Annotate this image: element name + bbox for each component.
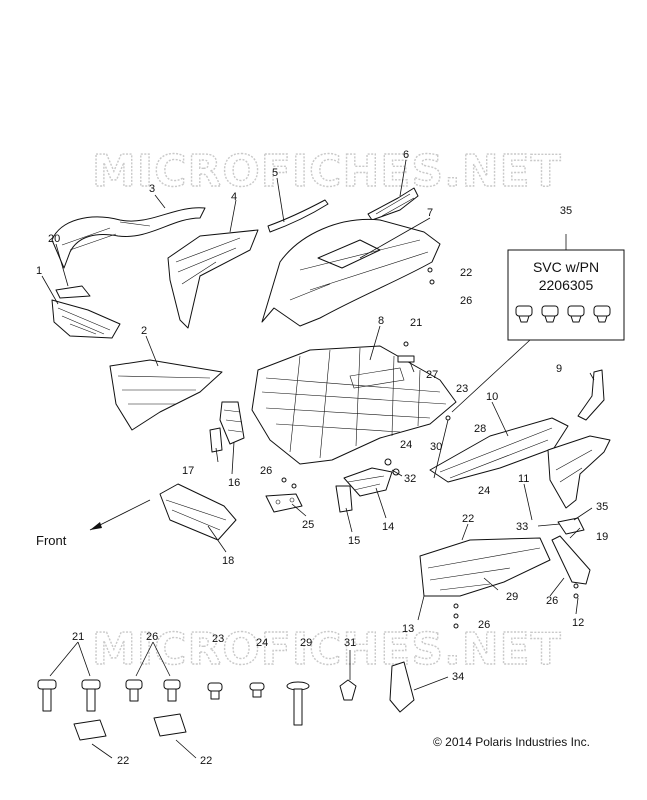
callout-16: 16 [228, 477, 240, 489]
callout-35: 35 [560, 205, 572, 217]
svc-line1: SVC w/PN [533, 259, 599, 275]
part-15-bracket [335, 485, 353, 513]
part-9-rear-bracket [577, 369, 605, 421]
callout-6: 6 [403, 149, 409, 161]
svc-line2: 2206305 [539, 277, 594, 293]
part-4-side-panel [167, 229, 259, 329]
callout-9: 9 [556, 363, 562, 375]
callout-29-bottom: 29 [300, 637, 312, 649]
callout-30: 30 [430, 441, 442, 453]
watermark-top: MICROFICHES.NET [92, 146, 562, 197]
part-17-clip [209, 427, 223, 453]
callout-32: 32 [404, 473, 416, 485]
part-5-trim-strip [267, 199, 329, 233]
part-20-trim [55, 285, 91, 299]
callout-34: 34 [452, 671, 464, 683]
callout-1: 1 [36, 265, 42, 277]
watermark-bottom: MICROFICHES.NET [92, 624, 562, 675]
part-13-lower-panel [419, 537, 551, 597]
part-11-side-panel [547, 435, 611, 509]
leader-lines [41, 159, 595, 621]
callout-24-mid: 24 [478, 485, 490, 497]
part-18-duct [159, 483, 237, 541]
callout-22-mid: 22 [462, 513, 474, 525]
callout-21-bottom: 21 [72, 631, 84, 643]
callout-29: 29 [506, 591, 518, 603]
scattered-fasteners [281, 267, 579, 629]
callout-23-top: 23 [456, 383, 468, 395]
front-arrow: Front [36, 499, 151, 548]
callout-4: 4 [231, 191, 237, 203]
callout-33: 33 [516, 521, 528, 533]
copyright: © 2014 Polaris Industries Inc. [433, 735, 590, 749]
callout-18: 18 [222, 555, 234, 567]
callout-20: 20 [48, 233, 60, 245]
callout-24-bottom: 24 [256, 637, 268, 649]
part-23-screw [207, 682, 223, 700]
part-19-vent [557, 517, 585, 535]
callout-31: 31 [344, 637, 356, 649]
part-34-edge-trim [389, 661, 449, 713]
callout-5: 5 [272, 167, 278, 179]
callout-17: 17 [182, 465, 194, 477]
part-10-side-rail [429, 417, 569, 483]
callout-7: 7 [427, 207, 433, 219]
callout-12: 12 [572, 617, 584, 629]
callout-14: 14 [382, 521, 394, 533]
callout-26-bottom: 26 [146, 631, 158, 643]
part-14-bracket [343, 467, 393, 497]
part-22-clips [73, 713, 197, 759]
callout-26-mid: 26 [260, 465, 272, 477]
callout-26-lower: 26 [478, 619, 490, 631]
part-26-screws [125, 641, 181, 702]
callout-24-top: 24 [400, 439, 412, 451]
callout-28: 28 [474, 423, 486, 435]
callout-25: 25 [302, 519, 314, 531]
callout-23-bottom: 23 [212, 633, 224, 645]
callout-labels: 1 2 3 4 5 6 7 8 9 10 11 12 13 14 15 16 1… [36, 149, 608, 767]
part-1-lower-side-vent [51, 299, 121, 339]
callout-27: 27 [426, 369, 438, 381]
part-16-bracket [219, 401, 245, 445]
part-29-bolt [286, 681, 310, 726]
front-label: Front [36, 533, 67, 548]
callout-13: 13 [402, 623, 414, 635]
svc-box-frame [507, 249, 625, 341]
part-8-frame [251, 345, 457, 465]
part-21-screws [37, 641, 101, 712]
callout-15: 15 [348, 535, 360, 547]
callout-22-bottom-right: 22 [200, 755, 212, 767]
part-12-rear-trim [551, 535, 591, 585]
callout-22-top: 22 [460, 267, 472, 279]
callout-19: 19 [596, 531, 608, 543]
part-25-plate [265, 493, 303, 513]
callout-10: 10 [486, 391, 498, 403]
callout-26-top: 26 [460, 295, 472, 307]
svc-fasteners [515, 305, 611, 323]
part-2-lower-side [109, 359, 223, 431]
callout-2: 2 [141, 325, 147, 337]
svc-kit-box: SVC w/PN 2206305 35 [451, 205, 625, 413]
part-31-clip [339, 650, 357, 701]
callout-3: 3 [149, 183, 155, 195]
part-7-hood [261, 218, 441, 327]
callout-35-lower: 35 [596, 501, 608, 513]
callout-11: 11 [518, 473, 529, 485]
hardware-row [37, 641, 449, 759]
callout-22-bottom-left: 22 [117, 755, 129, 767]
callout-26-right: 26 [546, 595, 558, 607]
part-24-screw [249, 682, 265, 698]
callout-21-top: 21 [410, 317, 422, 329]
part-3-side-panel [51, 207, 206, 269]
callout-8: 8 [378, 315, 384, 327]
